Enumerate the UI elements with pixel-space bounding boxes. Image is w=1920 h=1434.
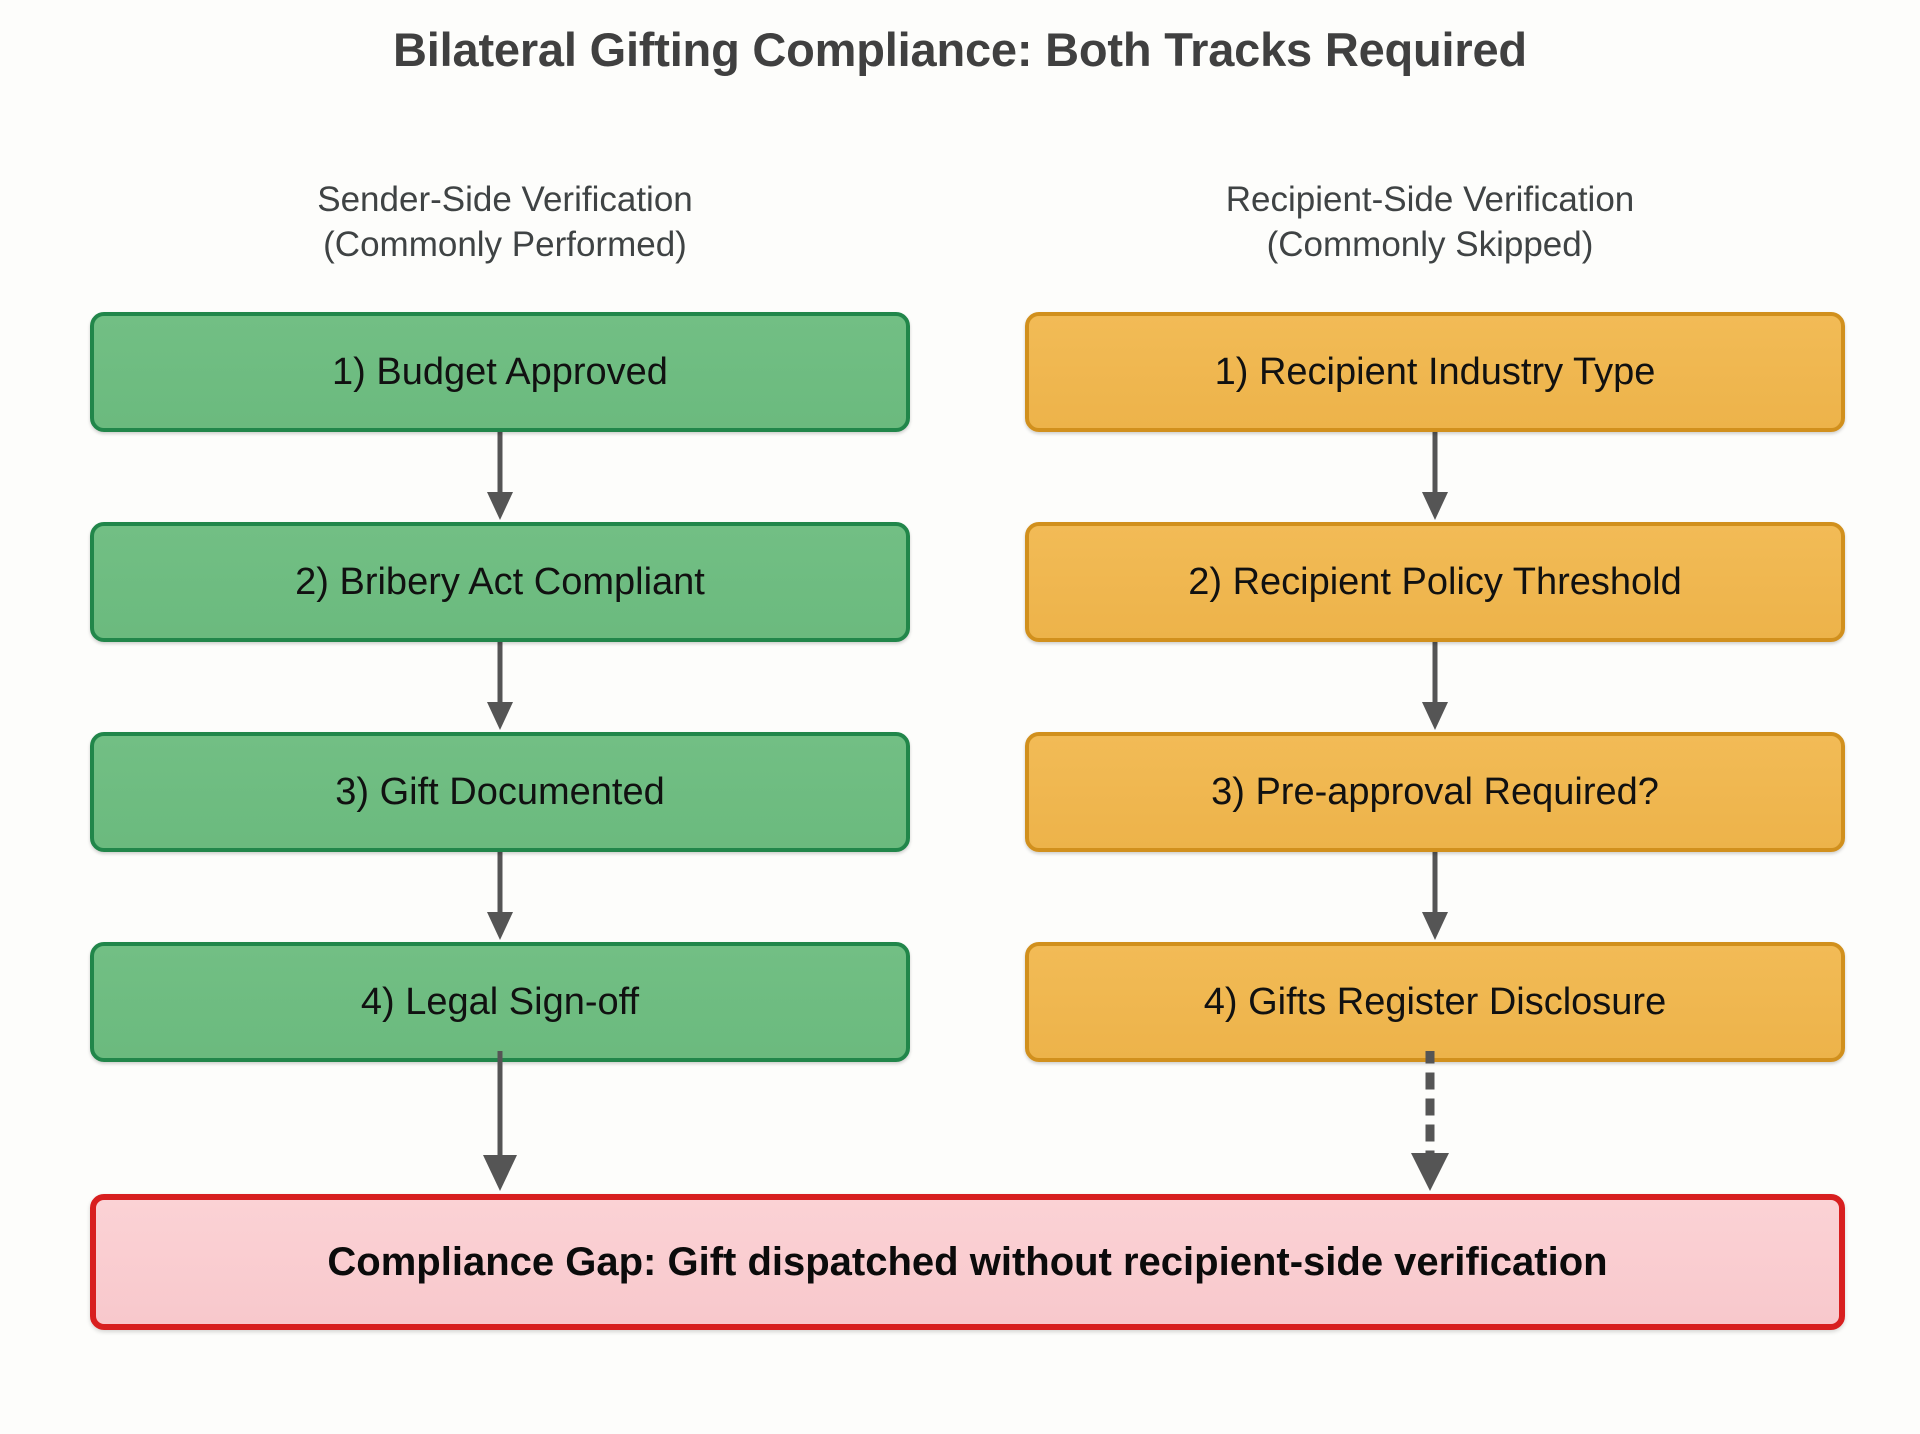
arrow-recipient-3-to-4	[1025, 852, 1845, 942]
arrow-sender-2-to-3	[90, 642, 910, 732]
column-header-sender: Sender-Side Verification (Commonly Perfo…	[90, 178, 920, 268]
column-header-sender-line2: (Commonly Performed)	[323, 224, 687, 264]
column-header-sender-line1: Sender-Side Verification	[317, 180, 693, 219]
node-recipient-4-label: 4) Gifts Register Disclosure	[1203, 980, 1667, 1023]
column-header-recipient-line1: Recipient-Side Verification	[1225, 180, 1635, 219]
arrow-recipient-2-to-3	[1025, 642, 1845, 732]
column-header-recipient: Recipient-Side Verification (Commonly Sk…	[1015, 178, 1845, 268]
arrow-sender-1-to-2	[90, 432, 910, 522]
node-recipient-3-label: 3) Pre-approval Required?	[1211, 770, 1659, 813]
node-sender-4[interactable]: 4) Legal Sign-off	[90, 942, 910, 1062]
node-sender-2-label: 2) Bribery Act Compliant	[295, 560, 705, 603]
compliance-gap-label: Compliance Gap: Gift dispatched without …	[327, 1239, 1608, 1284]
column-header-recipient-line2: (Commonly Skipped)	[1266, 224, 1594, 264]
node-sender-1-label: 1) Budget Approved	[332, 350, 668, 393]
node-sender-2[interactable]: 2) Bribery Act Compliant	[90, 522, 910, 642]
node-recipient-1[interactable]: 1) Recipient Industry Type	[1025, 312, 1845, 432]
compliance-gap-box[interactable]: Compliance Gap: Gift dispatched without …	[90, 1194, 1845, 1330]
arrow-recipient-1-to-2	[1025, 432, 1845, 522]
node-sender-3-label: 3) Gift Documented	[335, 770, 665, 813]
node-sender-4-label: 4) Legal Sign-off	[360, 980, 640, 1023]
page-title: Bilateral Gifting Compliance: Both Track…	[393, 23, 1527, 76]
node-recipient-3[interactable]: 3) Pre-approval Required?	[1025, 732, 1845, 852]
arrow-sender-to-gap	[460, 1051, 540, 1191]
arrow-recipient-to-gap-dotted	[1390, 1046, 1470, 1191]
node-recipient-2[interactable]: 2) Recipient Policy Threshold	[1025, 522, 1845, 642]
node-sender-3[interactable]: 3) Gift Documented	[90, 732, 910, 852]
node-recipient-4[interactable]: 4) Gifts Register Disclosure	[1025, 942, 1845, 1062]
node-sender-1[interactable]: 1) Budget Approved	[90, 312, 910, 432]
track-recipient: 1) Recipient Industry Type 2) Recipient …	[1025, 312, 1845, 1062]
track-sender: 1) Budget Approved 2) Bribery Act Compli…	[90, 312, 910, 1062]
arrow-sender-3-to-4	[90, 852, 910, 942]
node-recipient-2-label: 2) Recipient Policy Threshold	[1188, 560, 1682, 603]
node-recipient-1-label: 1) Recipient Industry Type	[1214, 350, 1656, 393]
